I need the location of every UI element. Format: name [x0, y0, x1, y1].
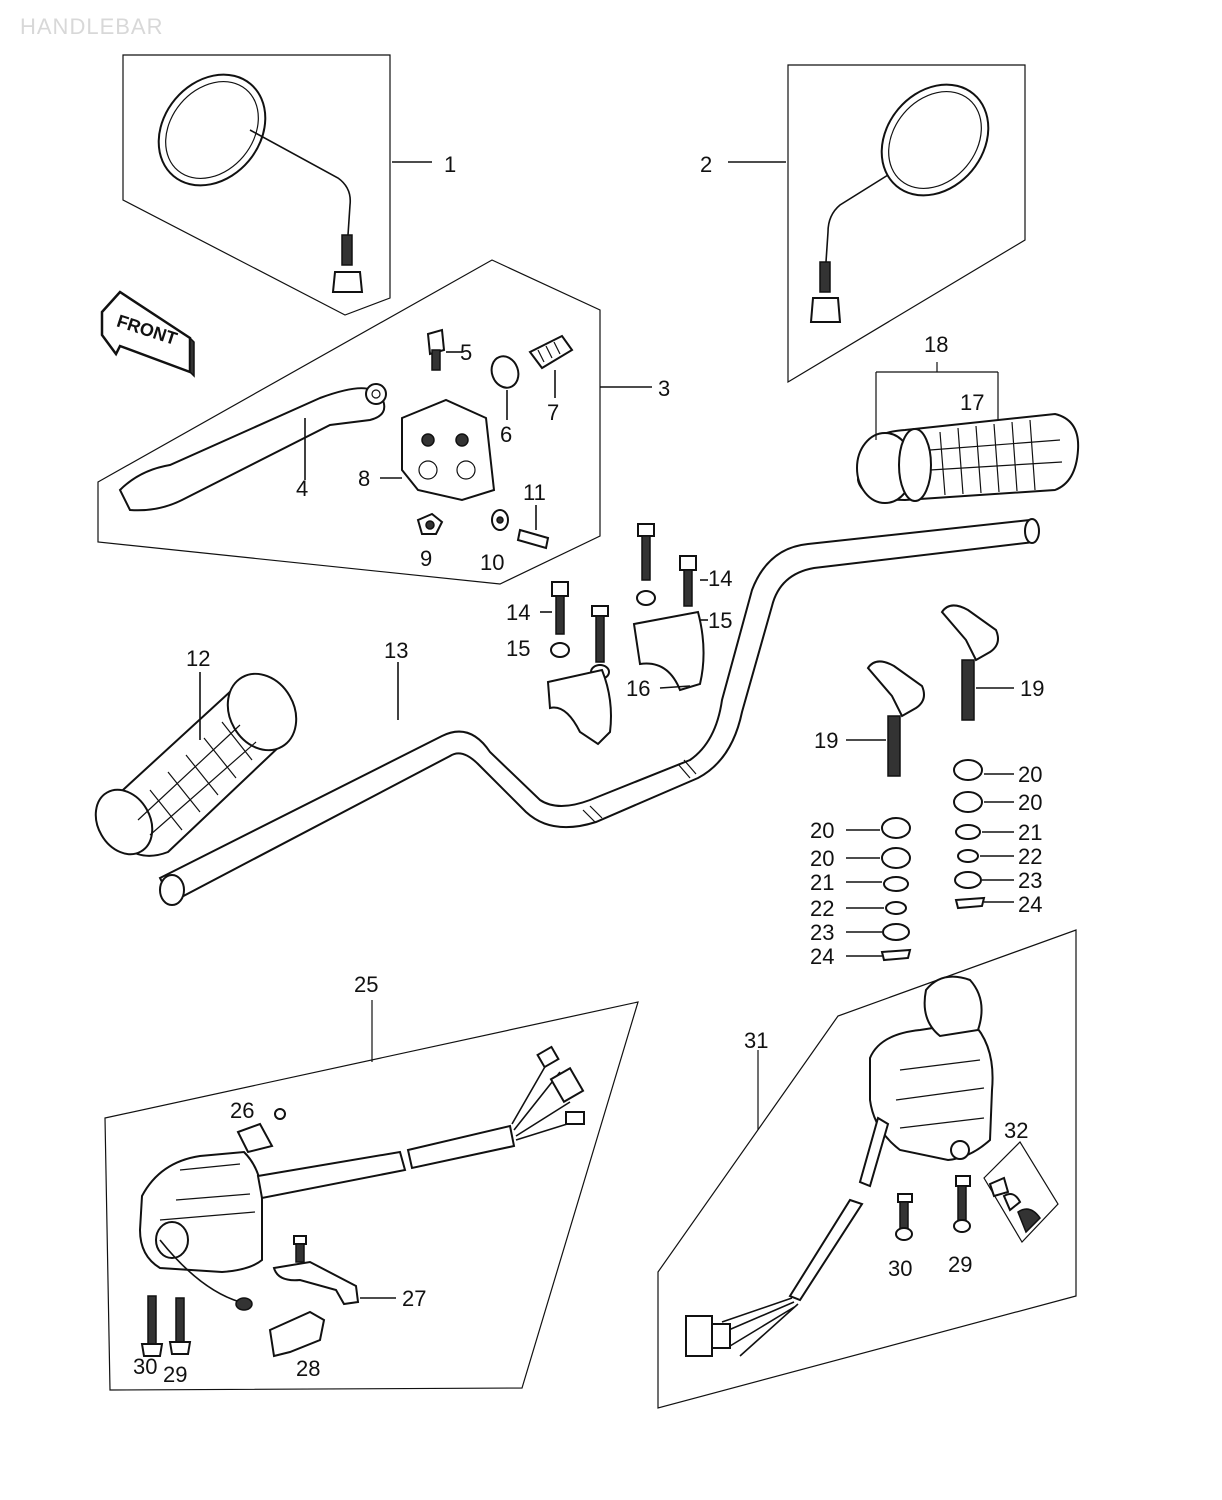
- callout-26: 26: [230, 1098, 254, 1123]
- locknut-6: [490, 355, 520, 389]
- holder-19-left: [866, 660, 925, 718]
- left-mirror-stem: [249, 129, 352, 236]
- callout-30-right: 30: [888, 1256, 912, 1281]
- left-switch-assembly: [104, 1000, 639, 1391]
- left-switch-harness: [256, 1150, 407, 1200]
- callout-30-left: 30: [133, 1354, 157, 1379]
- callout-25: 25: [354, 972, 378, 997]
- callout-20-b: 20: [1018, 790, 1042, 815]
- callout-5: 5: [460, 340, 472, 365]
- callout-14-left: 14: [506, 600, 530, 625]
- callout-1: 1: [444, 152, 456, 177]
- left-mirror-thread: [341, 234, 353, 266]
- callout-2: 2: [700, 152, 712, 177]
- pivot-bolt-11: [516, 528, 550, 550]
- callout-21-right: 21: [1018, 820, 1042, 845]
- right-mirror-head: [880, 83, 990, 197]
- clamp-bolt-left: [551, 581, 569, 597]
- callout-19-right: 19: [1020, 676, 1044, 701]
- callout-9: 9: [420, 546, 432, 571]
- callout-11: 11: [523, 480, 546, 505]
- callout-22-left: 22: [810, 896, 834, 921]
- callout-14-right: 14: [708, 566, 732, 591]
- callout-13: 13: [384, 638, 408, 663]
- callout-31: 31: [744, 1028, 768, 1053]
- callout-4: 4: [296, 476, 308, 501]
- handlebar-tube: [158, 518, 1040, 906]
- brake-lever-outline: [97, 259, 601, 585]
- brake-lever-assembly: [97, 259, 652, 585]
- left-switch-outline: [104, 1001, 639, 1391]
- callout-8: 8: [358, 466, 370, 491]
- holder-19-right: [940, 604, 999, 662]
- left-switch-housing: [138, 1150, 263, 1274]
- callout-29-left: 29: [163, 1362, 187, 1387]
- handlebar-pipe: [158, 518, 1036, 904]
- bolt-5: [426, 328, 446, 356]
- left-mirror-nut: [331, 271, 364, 293]
- page-title: HANDLEBAR: [20, 14, 164, 39]
- callout-15-right: 15: [708, 608, 732, 633]
- adjuster-7: [528, 334, 574, 370]
- right-mirror-nut: [809, 297, 842, 323]
- left-mirror-head: [157, 73, 267, 187]
- callout-24-left: 24: [810, 944, 834, 969]
- callout-28: 28: [296, 1356, 320, 1381]
- callout-23-right: 23: [1018, 868, 1042, 893]
- holder-bolts: [846, 604, 1014, 962]
- callout-27: 27: [402, 1286, 426, 1311]
- right-mirror-outline: [787, 64, 1026, 384]
- clamp-lower: [546, 668, 612, 746]
- callout-18: 18: [924, 332, 948, 357]
- callout-20-a: 20: [1018, 762, 1042, 787]
- front-direction-arrow: FRONT: [100, 290, 195, 378]
- brake-lever: [118, 387, 386, 512]
- callout-29-right: 29: [948, 1252, 972, 1277]
- callout-24-right: 24: [1018, 892, 1042, 917]
- clamp-upper: [632, 610, 705, 692]
- callout-21-left: 21: [810, 870, 834, 895]
- right-switch-assembly: [657, 929, 1077, 1409]
- callout-12: 12: [186, 646, 210, 671]
- right-mirror-thread: [819, 261, 831, 293]
- lever-holder: [401, 398, 496, 502]
- callout-20-c: 20: [810, 818, 834, 843]
- clutch-switch-27: [272, 1260, 360, 1306]
- callout-16: 16: [626, 676, 650, 701]
- callout-22-right: 22: [1018, 844, 1042, 869]
- callout-10: 10: [480, 550, 504, 575]
- right-switch-connector: [685, 1315, 713, 1357]
- switch-clamp-28: [268, 1310, 326, 1358]
- right-switch-housing: [869, 1020, 994, 1162]
- left-mirror-group: [122, 54, 432, 316]
- left-grip: [94, 672, 298, 857]
- callout-19-left: 19: [814, 728, 838, 753]
- callout-32: 32: [1004, 1118, 1028, 1143]
- handlebar-clamps: [540, 523, 708, 746]
- callout-20-d: 20: [810, 846, 834, 871]
- right-mirror-stem: [825, 174, 889, 263]
- callout-15-left: 15: [506, 636, 530, 661]
- throttle-grip: [856, 362, 1080, 504]
- callout-7: 7: [547, 400, 559, 425]
- left-mirror-outline: [122, 54, 391, 316]
- switch-parts-inset: [983, 1141, 1059, 1243]
- callout-6: 6: [500, 422, 512, 447]
- callout-23-left: 23: [810, 920, 834, 945]
- right-switch-outline: [657, 929, 1077, 1409]
- kill-switch: [923, 975, 983, 1038]
- right-mirror-group: [728, 64, 1026, 384]
- callout-17: 17: [960, 390, 984, 415]
- callout-3: 3: [658, 376, 670, 401]
- screw-26: [236, 1122, 274, 1154]
